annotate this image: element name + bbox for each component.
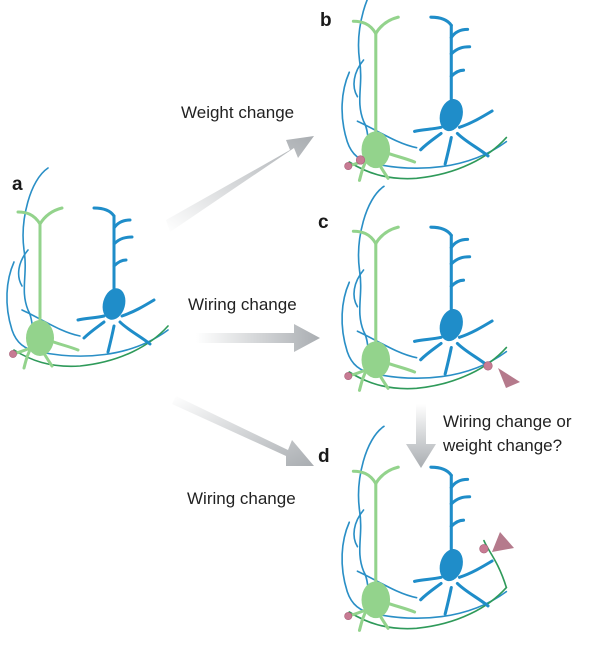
panel-c-neurons [340, 184, 508, 392]
panel-b-neurons [340, 0, 508, 182]
arrow-a-to-d-label: Wiring change [187, 489, 296, 508]
arrow-c-to-d [406, 404, 436, 468]
arrow-c-to-d-label-line1: Wiring change or [443, 412, 572, 431]
arrow-a-to-c-label: Wiring change [188, 295, 297, 314]
arrow-a-to-c [196, 324, 320, 352]
panel-d-letter: d [318, 446, 330, 467]
arrow-a-to-b-label: Weight change [181, 103, 294, 122]
arrow-a-to-d [172, 396, 314, 466]
panel-a-neurons [5, 166, 170, 370]
panel-d-marker-arrowhead [492, 532, 514, 552]
arrow-c-to-d-label-line2: weight change? [442, 436, 562, 455]
panel-d-neurons [340, 424, 508, 632]
panel-a-letter: a [12, 174, 23, 195]
panel-c-marker-arrowhead [498, 368, 520, 388]
arrow-a-to-b [166, 136, 314, 232]
panel-b-letter: b [320, 10, 332, 31]
panel-c-letter: c [318, 212, 329, 233]
